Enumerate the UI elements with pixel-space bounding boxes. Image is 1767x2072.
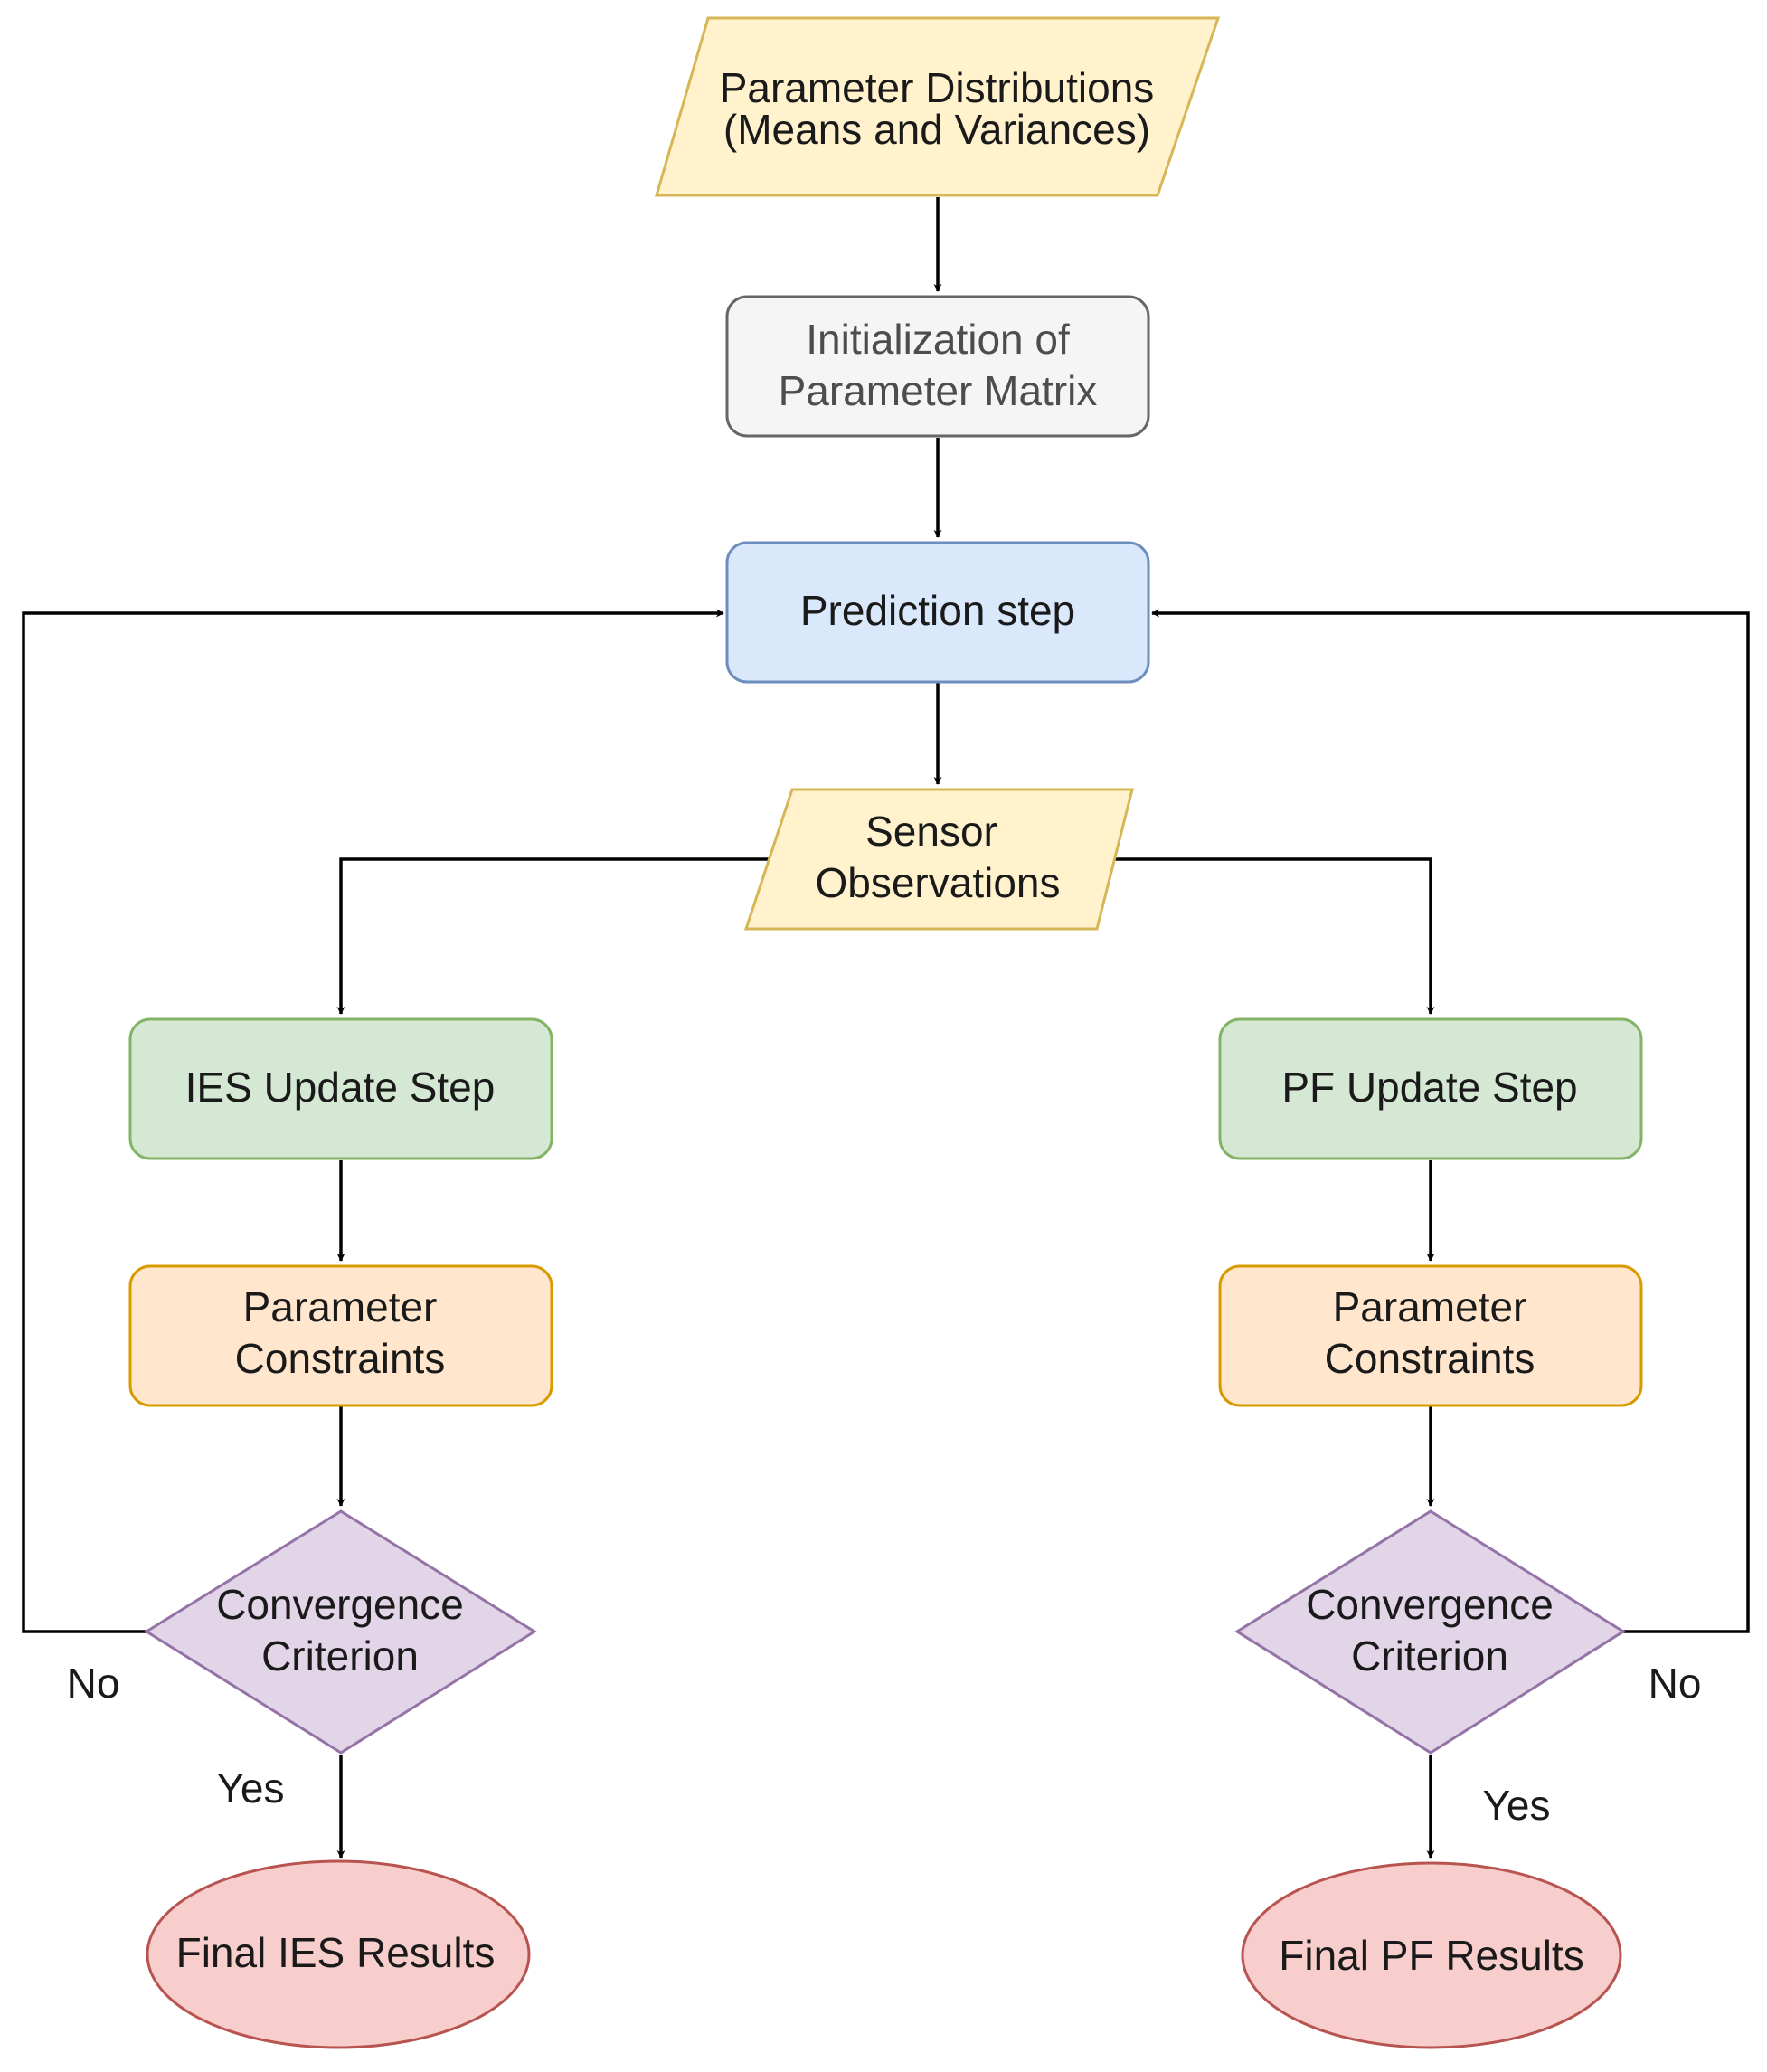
node-final-pf-results: Final PF Results [1241, 1861, 1622, 2049]
node-text-line2: Parameter Matrix [779, 367, 1098, 414]
edge-sensor-to-ies-update [336, 857, 783, 1015]
node-text: IES Update Step [185, 1064, 496, 1111]
rounded-rect-shape [1218, 1264, 1643, 1407]
diamond-shape [144, 1509, 537, 1755]
node-text-line1: Convergence [216, 1581, 464, 1628]
node-text-line1: Sensor [865, 808, 997, 855]
node-text-line2: Criterion [261, 1632, 419, 1679]
node-ies-convergence-criterion: Convergence Criterion [144, 1509, 537, 1755]
rounded-rect-shape [1218, 1017, 1643, 1160]
node-initialization: Initialization of Parameter Matrix [725, 295, 1150, 438]
diamond-shape [1234, 1509, 1626, 1755]
rounded-rect-shape [725, 541, 1150, 684]
node-text: Final IES Results [176, 1929, 496, 1976]
node-text: Prediction step [800, 587, 1075, 634]
node-text-line1: Parameter [1333, 1283, 1527, 1330]
edge-label-ies-no: No [67, 1660, 120, 1707]
ellipse-shape [146, 1859, 531, 2049]
node-pf-update-step: PF Update Step [1218, 1017, 1643, 1160]
node-text-line2: Constraints [1325, 1335, 1535, 1382]
edge-labels: No Yes No Yes [67, 1660, 1702, 1829]
edges [22, 197, 1750, 1859]
node-ies-parameter-constraints: Parameter Constraints [128, 1264, 553, 1407]
node-text-line2: Constraints [235, 1335, 446, 1382]
node-text-line1: Parameter [243, 1283, 438, 1330]
node-text-line2: Criterion [1351, 1632, 1508, 1679]
edge-label-pf-yes: Yes [1482, 1782, 1550, 1829]
node-pf-parameter-constraints: Parameter Constraints [1218, 1264, 1643, 1407]
ellipse-shape [1241, 1861, 1622, 2049]
node-parameter-distributions: Parameter Distributions (Means and Varia… [655, 16, 1221, 197]
rounded-rect-shape [128, 1264, 553, 1407]
edge-sensor-to-pf-update [1097, 857, 1435, 1015]
node-ies-update-step: IES Update Step [128, 1017, 553, 1160]
node-text-line1: Convergence [1306, 1581, 1554, 1628]
rounded-rect-shape [725, 295, 1150, 438]
node-text-line2: (Means and Variances) [723, 106, 1150, 153]
edge-label-ies-yes: Yes [216, 1765, 284, 1812]
node-text-line1: Initialization of [806, 316, 1070, 363]
parallelogram-shape [655, 16, 1221, 197]
parallelogram-shape [743, 788, 1134, 931]
edge-pf-convergence-loop-back [1151, 609, 1750, 1633]
node-sensor-observations: Sensor Observations [743, 788, 1134, 931]
node-text: Final PF Results [1279, 1932, 1583, 1979]
node-text: PF Update Step [1281, 1064, 1577, 1111]
node-pf-convergence-criterion: Convergence Criterion [1234, 1509, 1626, 1755]
node-prediction-step: Prediction step [725, 541, 1150, 684]
node-final-ies-results: Final IES Results [146, 1859, 531, 2049]
node-text-line2: Observations [815, 859, 1060, 906]
edge-label-pf-no: No [1649, 1660, 1702, 1707]
edge-ies-convergence-loop-back [22, 609, 724, 1633]
node-text-line1: Parameter Distributions [720, 64, 1155, 111]
rounded-rect-shape [128, 1017, 553, 1160]
